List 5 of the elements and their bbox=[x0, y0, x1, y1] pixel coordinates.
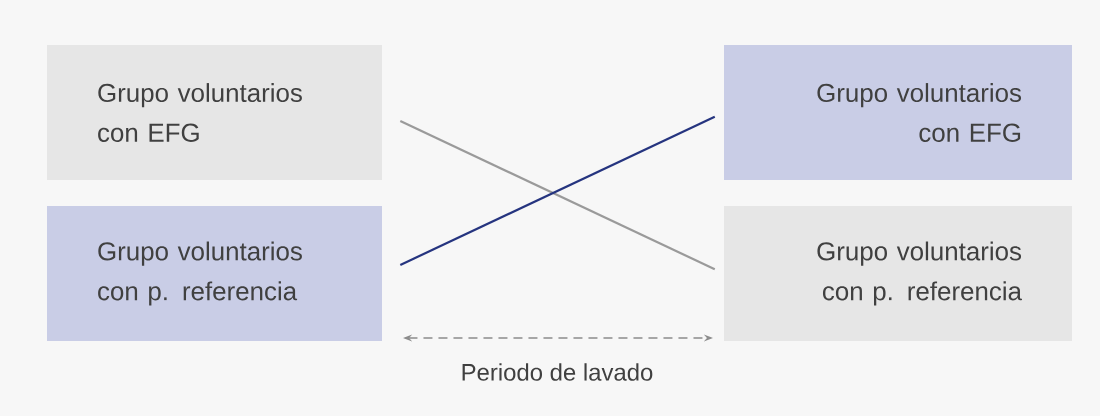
group-box: Grupo voluntarios con p. referencia bbox=[724, 206, 1072, 341]
group-box: Grupo voluntarios con EFG bbox=[47, 45, 382, 180]
group-box: Grupo voluntarios con EFG bbox=[724, 45, 1072, 180]
group-box: Grupo voluntarios con p. referencia bbox=[47, 206, 382, 341]
dimension-label: Periodo de lavado bbox=[462, 363, 653, 381]
